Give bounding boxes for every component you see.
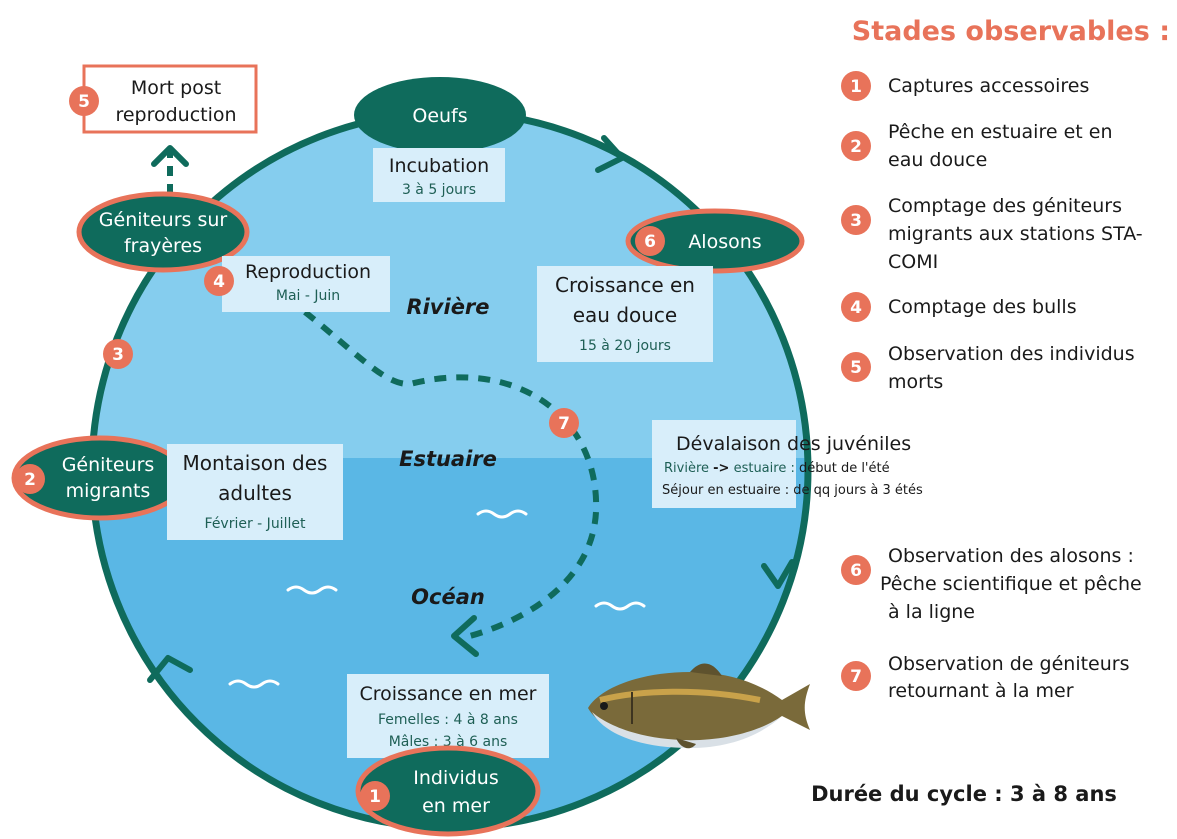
badge-5-death: 5 bbox=[69, 86, 99, 116]
croissance-eau-douce-duration: 15 à 20 jours bbox=[579, 338, 671, 354]
svg-text:4: 4 bbox=[213, 272, 225, 292]
svg-text:à la ligne: à la ligne bbox=[888, 601, 975, 623]
montaison-line-1: Montaison des bbox=[183, 451, 328, 475]
migrants-line-2: migrants bbox=[66, 480, 151, 502]
svg-text:5: 5 bbox=[78, 92, 90, 112]
svg-text:Observation de géniteurs: Observation de géniteurs bbox=[888, 653, 1130, 675]
svg-text:3: 3 bbox=[850, 211, 862, 231]
badge-3-ring: 3 bbox=[103, 339, 133, 369]
death-path-arrow bbox=[151, 145, 189, 167]
badge-2-migrants: 2 bbox=[15, 464, 45, 494]
devalaison-line-1: Rivière -> estuaire : début de l'été bbox=[664, 461, 890, 476]
svg-text:Observation des individus: Observation des individus bbox=[888, 343, 1135, 365]
svg-text:7: 7 bbox=[850, 667, 862, 687]
svg-text:3: 3 bbox=[112, 345, 124, 365]
incubation-title: Incubation bbox=[389, 155, 489, 177]
legend-item-5: 5 Observation des individus morts bbox=[841, 343, 1135, 393]
box-incubation: Incubation 3 à 5 jours bbox=[373, 148, 505, 202]
croissance-mer-males: Mâles : 3 à 6 ans bbox=[389, 734, 508, 750]
stage-individus-mer: Individus en mer bbox=[355, 745, 541, 837]
svg-text:6: 6 bbox=[850, 561, 862, 581]
stage-alosons-label: Alosons bbox=[688, 231, 761, 253]
reproduction-period: Mai - Juin bbox=[276, 288, 340, 304]
wave-icon bbox=[476, 509, 528, 519]
stage-geniteurs-frayeres: Géniteurs sur frayères bbox=[76, 191, 250, 273]
death-box: Mort post reproduction bbox=[82, 64, 258, 134]
box-croissance-mer: Croissance en mer Femelles : 4 à 8 ans M… bbox=[347, 674, 549, 758]
legend-item-6: 6 Observation des alosons : Pêche scient… bbox=[841, 545, 1142, 623]
svg-text:4: 4 bbox=[850, 298, 862, 318]
zone-ocean: Océan bbox=[411, 585, 485, 609]
svg-text:5: 5 bbox=[850, 358, 862, 378]
box-montaison: Montaison des adultes Février - Juillet bbox=[167, 444, 343, 540]
stage-alosons: Alosons bbox=[625, 208, 805, 274]
wave-icon bbox=[594, 601, 646, 611]
croissance-mer-title: Croissance en mer bbox=[359, 683, 536, 705]
svg-text:Captures accessoires: Captures accessoires bbox=[888, 75, 1089, 97]
box-reproduction: Reproduction Mai - Juin bbox=[222, 256, 390, 312]
reproduction-title: Reproduction bbox=[245, 261, 371, 283]
badge-1-individus: 1 bbox=[360, 781, 390, 811]
croissance-mer-femelles: Femelles : 4 à 8 ans bbox=[378, 712, 518, 728]
croissance-eau-douce-line-1: Croissance en bbox=[555, 273, 695, 297]
incubation-duration: 3 à 5 jours bbox=[402, 182, 476, 198]
shad-fish-illustration bbox=[588, 663, 810, 749]
zone-riviere: Rivière bbox=[406, 295, 489, 319]
svg-text:retournant à la mer: retournant à la mer bbox=[888, 680, 1074, 702]
svg-text:migrants aux stations STA-: migrants aux stations STA- bbox=[888, 223, 1143, 245]
legend-item-7: 7 Observation de géniteurs retournant à … bbox=[841, 653, 1130, 702]
individus-line-2: en mer bbox=[422, 795, 490, 817]
devalaison-line-2: Séjour en estuaire : de qq jours à 3 été… bbox=[662, 483, 923, 498]
svg-text:morts: morts bbox=[888, 371, 943, 393]
devalaison-title: Dévalaison des juvéniles bbox=[676, 433, 911, 455]
montaison-period: Février - Juillet bbox=[205, 516, 306, 532]
badge-4-reproduction: 4 bbox=[204, 266, 234, 296]
box-devalaison: Dévalaison des juvéniles Rivière -> estu… bbox=[652, 420, 923, 508]
svg-text:2: 2 bbox=[24, 470, 36, 490]
svg-text:eau douce: eau douce bbox=[888, 149, 987, 171]
svg-text:Pêche en estuaire et en: Pêche en estuaire et en bbox=[888, 121, 1113, 143]
svg-text:6: 6 bbox=[644, 232, 656, 252]
croissance-eau-douce-line-2: eau douce bbox=[573, 303, 678, 327]
return-path-arrow bbox=[451, 615, 479, 657]
wave-icon bbox=[286, 585, 338, 595]
ring-arrow-right bbox=[761, 559, 795, 589]
wave-icon bbox=[228, 679, 280, 689]
frayeres-line-1: Géniteurs sur bbox=[99, 209, 228, 231]
legend-title: Stades observables : bbox=[852, 16, 1170, 47]
svg-text:7: 7 bbox=[558, 414, 570, 434]
legend-item-4: 4 Comptage des bulls bbox=[841, 292, 1077, 322]
ring-arrow-bottom-left bbox=[147, 655, 193, 683]
svg-text:1: 1 bbox=[850, 77, 862, 97]
badge-6-alosons: 6 bbox=[635, 226, 665, 256]
svg-text:Comptage des géniteurs: Comptage des géniteurs bbox=[888, 195, 1122, 217]
death-box-line-2: reproduction bbox=[115, 104, 236, 126]
svg-text:COMI: COMI bbox=[888, 251, 938, 273]
ring-arrow-top-right bbox=[595, 135, 625, 173]
individus-line-1: Individus bbox=[413, 767, 499, 789]
box-croissance-eau-douce: Croissance en eau douce 15 à 20 jours bbox=[537, 266, 713, 362]
frayeres-line-2: frayères bbox=[124, 235, 202, 257]
stage-oeufs: Oeufs bbox=[354, 77, 526, 153]
legend-item-2: 2 Pêche en estuaire et en eau douce bbox=[841, 121, 1113, 171]
legend-item-3: 3 Comptage des géniteurs migrants aux st… bbox=[841, 195, 1143, 273]
death-box-line-1: Mort post bbox=[131, 77, 221, 99]
montaison-line-2: adultes bbox=[218, 481, 292, 505]
legend-item-1: 1 Captures accessoires bbox=[841, 71, 1089, 101]
svg-text:Pêche scientifique et pêche: Pêche scientifique et pêche bbox=[880, 573, 1142, 595]
stage-oeufs-label: Oeufs bbox=[412, 105, 467, 127]
svg-text:1: 1 bbox=[369, 787, 381, 807]
legend: Stades observables : 1 Captures accessoi… bbox=[841, 16, 1170, 702]
svg-text:Observation des alosons :: Observation des alosons : bbox=[888, 545, 1134, 567]
cycle-duration: Durée du cycle : 3 à 8 ans bbox=[811, 782, 1117, 806]
svg-text:2: 2 bbox=[850, 137, 862, 157]
zone-estuaire: Estuaire bbox=[399, 447, 497, 471]
svg-text:Comptage des bulls: Comptage des bulls bbox=[888, 296, 1077, 318]
migrants-line-1: Géniteurs bbox=[62, 454, 155, 476]
badge-7-return: 7 bbox=[549, 408, 579, 438]
wave-icons bbox=[228, 509, 646, 689]
